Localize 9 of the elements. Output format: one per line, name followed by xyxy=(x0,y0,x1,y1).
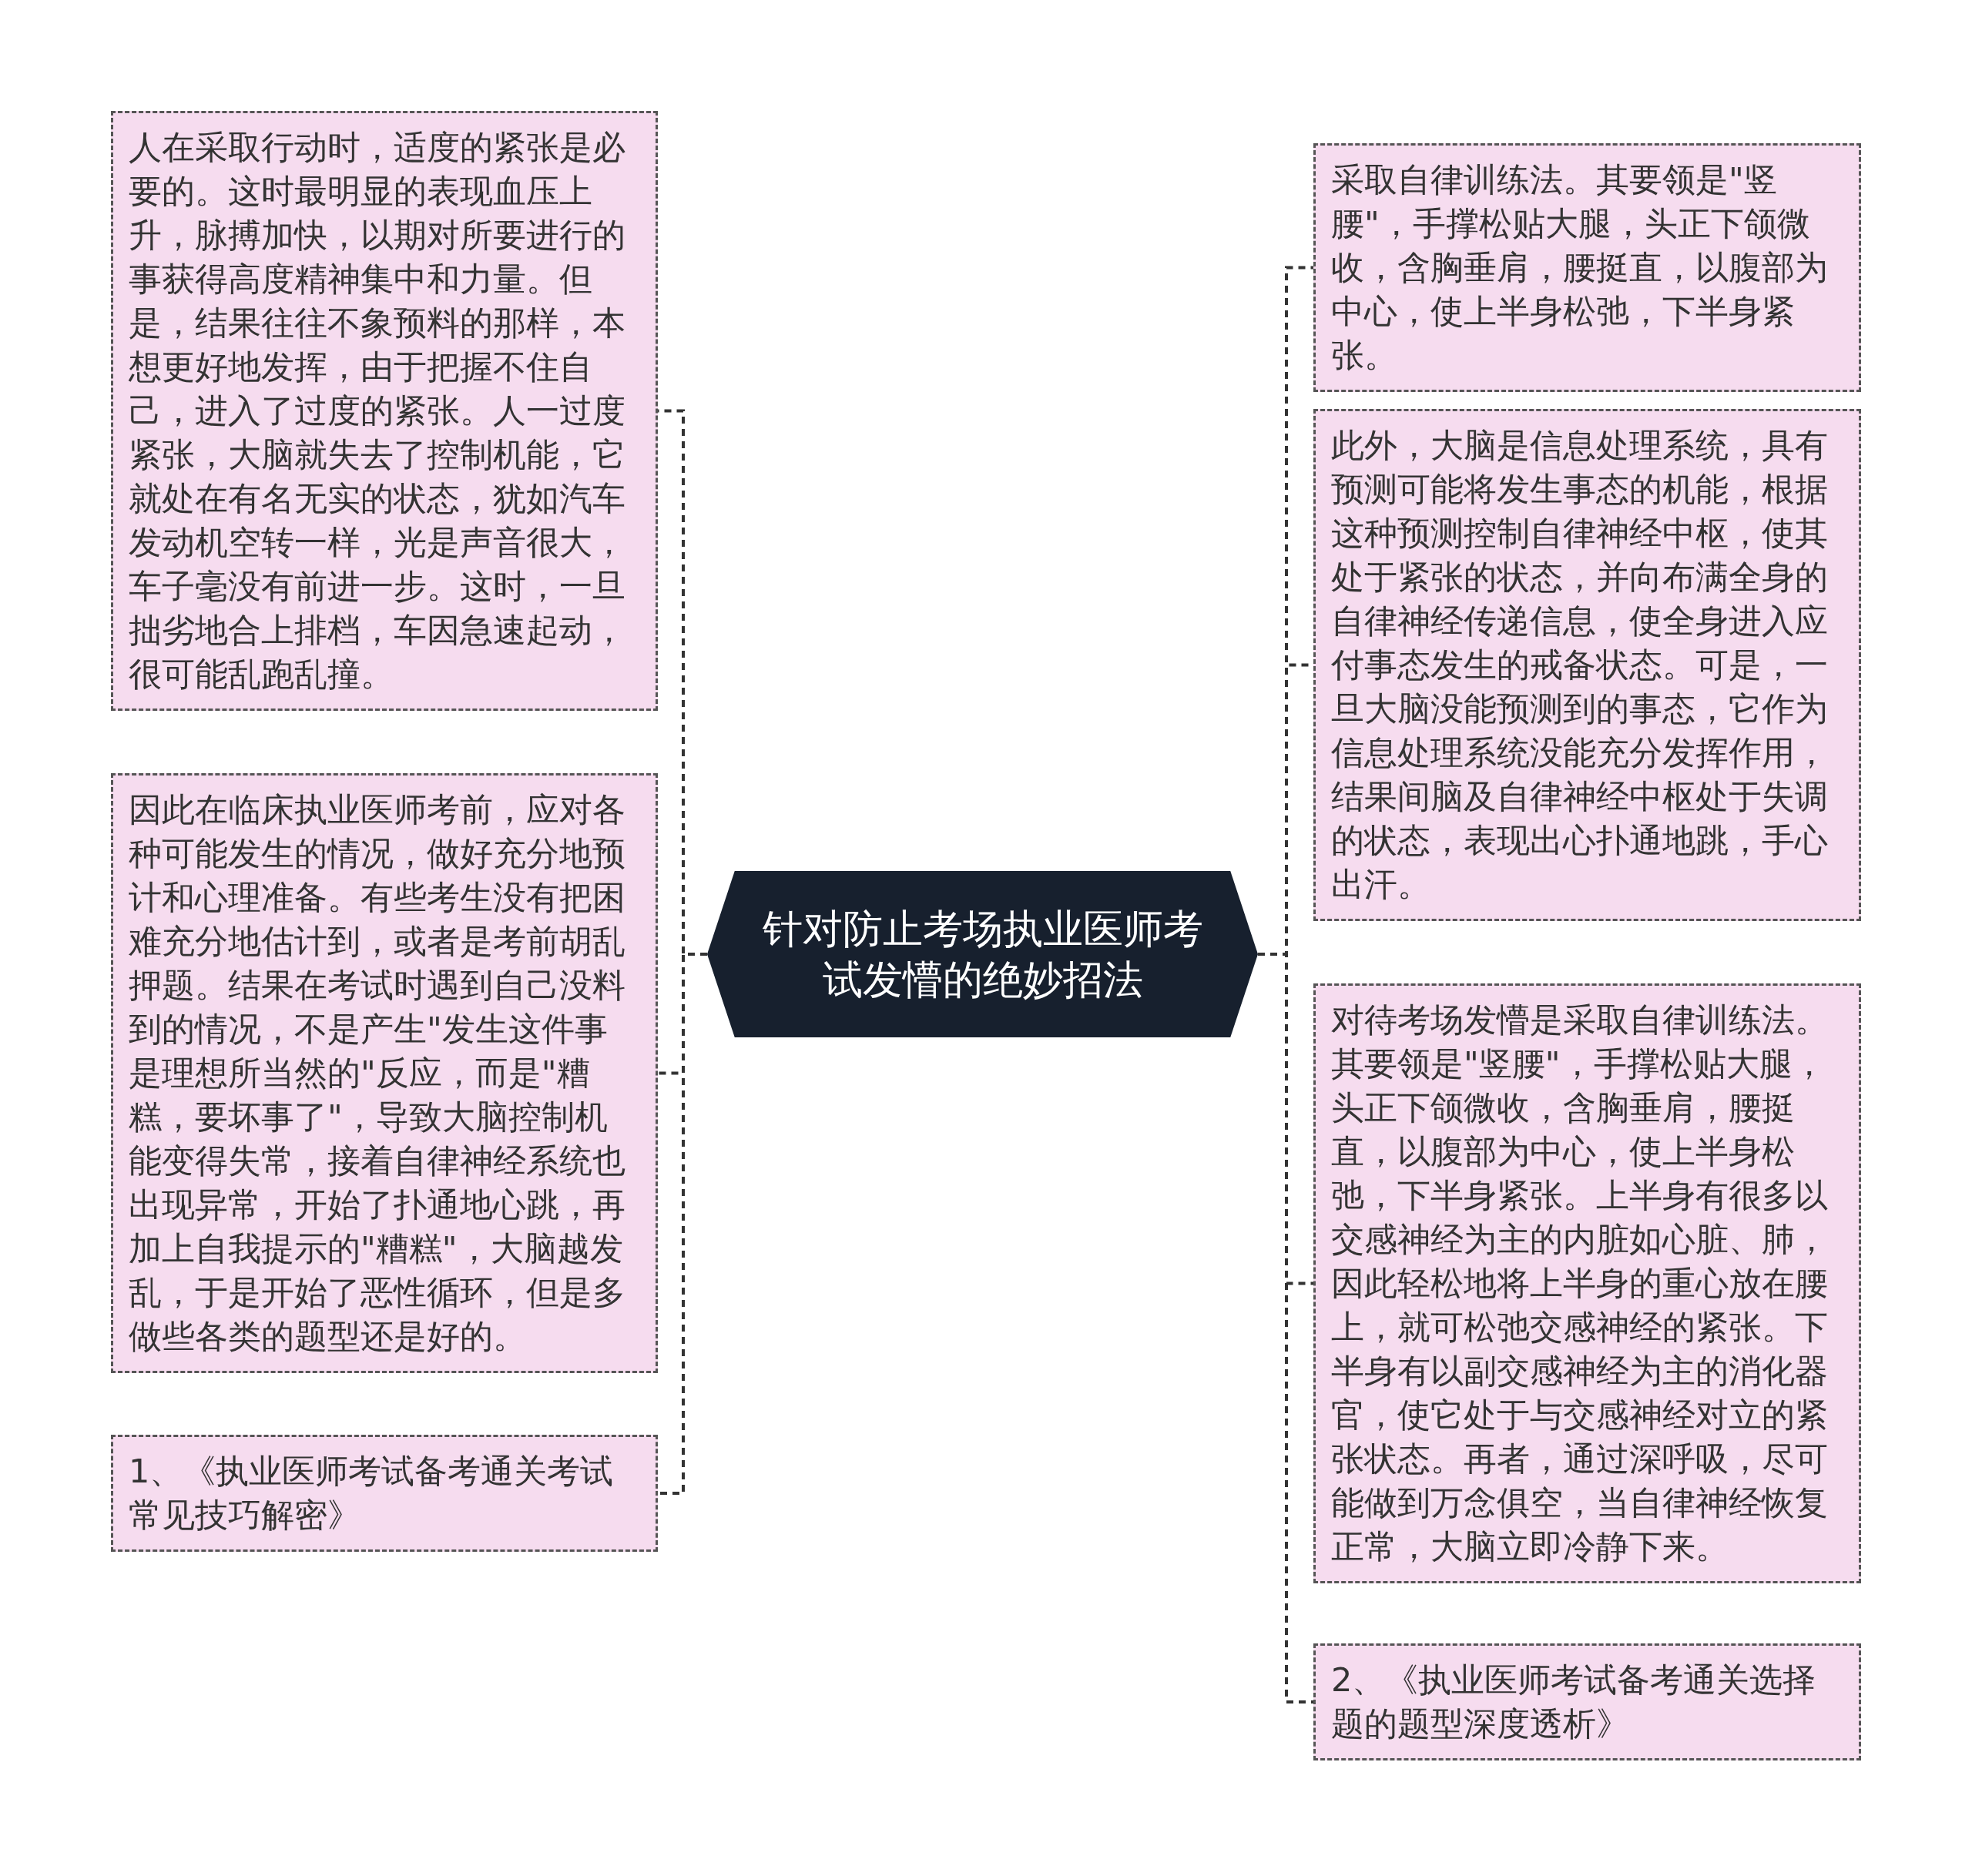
note-box: 1、《执业医师考试备考通关考试常见技巧解密》 xyxy=(111,1435,658,1552)
note-box: 2、《执业医师考试备考通关选择题的题型深度透析》 xyxy=(1313,1643,1861,1760)
topic-text: 针对防止考场执业医师考试发懵的绝妙招法 xyxy=(761,905,1204,1004)
note-box: 人在采取行动时，适度的紧张是必要的。这时最明显的表现血压上升，脉搏加快，以期对所要进行的事获得高度精神集中和力量。但是，结果往往不象预料的那样，本想更好地发挥，由于把握不住自己，进入了过度的紧张。人一过度紧张，大脑就失去了控制机能，它就处在有名无实的状态，犹如汽车发动机空转一样，光是声音很大，车子毫没有前进一步。这时，一旦拙劣地合上排档，车因急速起动，很可能乱跑乱撞。 xyxy=(111,111,658,711)
note-box: 因此在临床执业医师考前，应对各种可能发生的情况，做好充分地预计和心理准备。有些考生没有把困难充分地估计到，或者是考前胡乱押题。结果在考试时遇到自己没料到的情况，不是产生"发生这件事是理想所当然的"反应，而是"糟糕，要坏事了"，导致大脑控制机能变得失常，接着自律神经系统也出现异常，开始了扑通地心跳，再加上自我提示的"糟糕"，大脑越发乱，于是开始了恶性循环，但是多做些各类的题型还是好的。 xyxy=(111,773,658,1373)
note-box: 采取自律训练法。其要领是"竖腰"，手撑松贴大腿，头正下颌微收，含胸垂肩，腰挺直，以腹部为中心，使上半身松弛，下半身紧张。 xyxy=(1313,143,1861,392)
note-box: 对待考场发懵是采取自律训练法。其要领是"竖腰"，手撑松贴大腿，头正下颌微收，含胸垂肩，腰挺直，以腹部为中心，使上半身松弛，下半身紧张。上半身有很多以交感神经为主的内脏如心脏、肺，因此轻松地将上半身的重心放在腰上，就可松弛交感神经的紧张。下半身有以副交感神经为主的消化器官，使它处于与交感神经对立的紧张状态。再者，通过深呼吸，尽可能做到万念俱空，当自律神经恢复正常，大脑立即冷静下来。 xyxy=(1313,983,1861,1583)
note-box: 此外，大脑是信息处理系统，具有预测可能将发生事态的机能，根据这种预测控制自律神经中枢，使其处于紧张的状态，并向布满全身的自律神经传递信息，使全身进入应付事态发生的戒备状态。可是，一旦大脑没能预测到的事态，它作为信息处理系统没能充分发挥作用，结果间脑及自律神经中枢处于失调的状态，表现出心扑通地跳，手心出汗。 xyxy=(1313,409,1861,921)
topic-hexagon xyxy=(707,871,1258,1037)
